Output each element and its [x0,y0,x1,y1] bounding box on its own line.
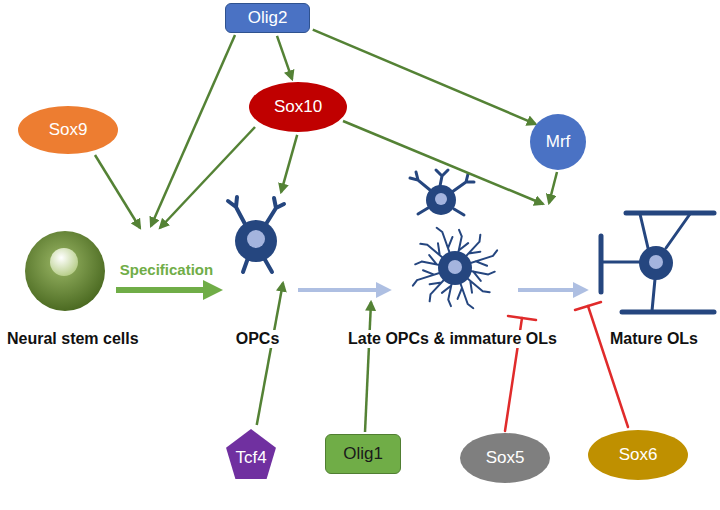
opc-process [228,197,245,224]
immature-ol-nucleus [448,260,462,274]
immature-ol-body [438,251,472,285]
mature-ol-process [640,214,648,248]
mature-ol-cell [601,213,714,312]
factor-name: Olig1 [343,444,383,464]
edge-label: Specification [120,261,213,278]
transcription-factor-box: Olig2 [225,3,310,33]
stage-label: OPCs [233,330,283,348]
stage-arrow [518,288,584,292]
stage-label: Neural stem cells [4,330,142,348]
myelin-sheath [599,236,604,292]
late-opc-cell [410,170,474,215]
cell-stage: Mature OLs [592,205,716,317]
regulation-lines [95,35,557,432]
transcription-factor-ellipse: Sox6 [588,430,688,480]
activation-arrow [343,121,543,204]
mature-ol-process [652,279,655,311]
transcription-factor-circle: Mrf [530,114,586,170]
mature-ol-nucleus [649,255,663,269]
factor-name: Sox6 [619,445,658,465]
cell-stage: OPCs [225,195,290,280]
mature-ol-process [603,261,640,264]
opc-nucleus [247,230,265,248]
factor-name: Olig2 [248,8,288,28]
activation-arrow [95,155,140,228]
cell-stage: Late OPCs & immature OLs [395,172,510,315]
inhibition-lines [505,302,628,431]
mature-ol-process [666,214,690,248]
late-opc-process [418,208,428,214]
factor-name: Sox5 [486,448,525,468]
inhibition-bar [508,316,536,320]
late-opc-process [410,172,430,190]
opc-process [266,198,284,224]
inhibition-bar [575,302,601,310]
myelin-sheath [626,211,714,216]
factor-name: Sox10 [274,97,322,117]
late-opc-process [436,170,448,186]
factor-name: Sox9 [49,120,88,140]
stage-label: Late OPCs & immature OLs [345,330,560,348]
opc-process [264,258,272,272]
stage-label: Mature OLs [607,330,701,348]
myelin-sheath [622,310,714,315]
stem-cell-nucleus [50,248,78,276]
late-opc-process [454,209,464,215]
stage-arrow [116,287,217,293]
inhibition-line [588,306,628,427]
stage-arrow [298,288,387,292]
transcription-factor-ellipse: Sox5 [460,433,550,483]
late-opc-nucleus [435,193,447,205]
transcription-factor-ellipse: Sox9 [18,106,118,154]
stem-cell-body [25,231,105,311]
activation-arrow [160,127,255,228]
factor-name: Tcf4 [235,448,266,468]
opc-cell [228,197,284,272]
mature-ol-body [639,246,673,280]
opc-process [243,258,248,272]
transcription-factor-ellipse: Sox10 [249,82,347,132]
immature-ol-branches [413,228,497,308]
activation-arrow [151,35,235,226]
late-opc-body [426,185,456,215]
activation-arrow [257,283,283,425]
transcription-factor-box: Olig1 [325,434,401,474]
cell-stage: Neural stem cells [22,228,108,314]
transcription-factor-pentagon: Tcf4 [225,428,277,480]
factor-name: Mrf [546,132,571,152]
activation-arrow [365,302,371,432]
late-opc-process [452,174,474,192]
activation-arrow [549,172,557,203]
activation-arrow [277,36,292,79]
activation-arrow [281,135,297,192]
opc-body [235,220,277,262]
pentagon-shape [226,429,276,479]
